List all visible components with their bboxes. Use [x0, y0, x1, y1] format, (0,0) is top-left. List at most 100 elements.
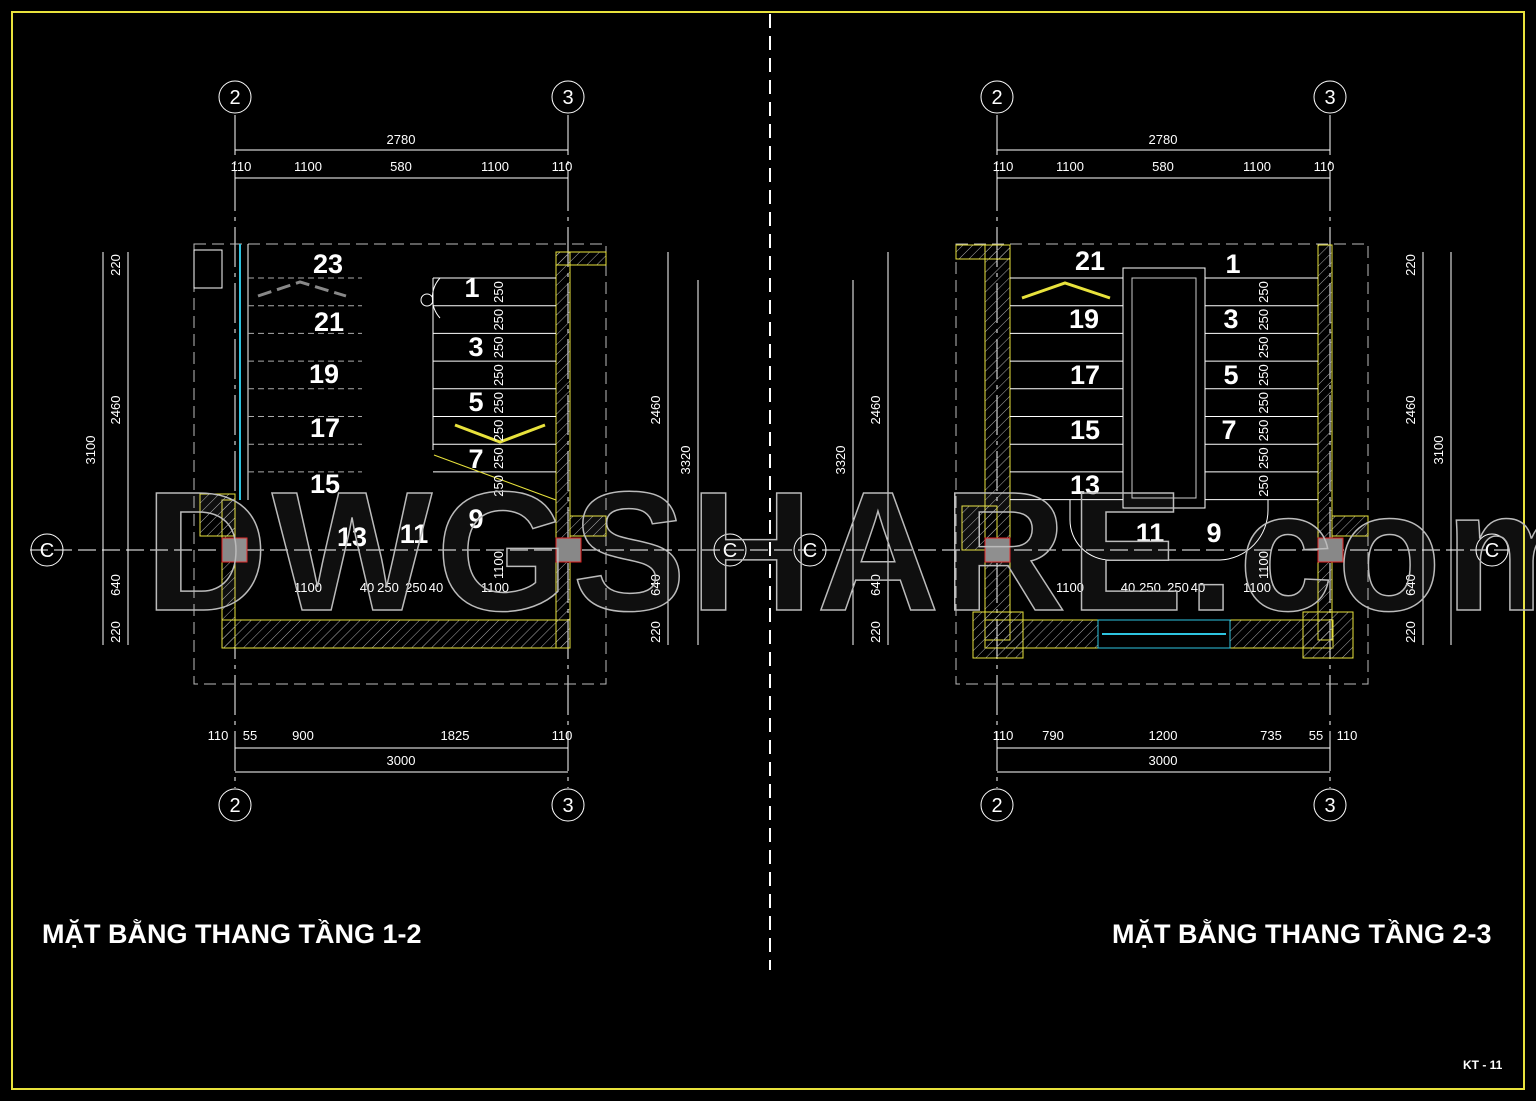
dim-bottom: 735 [1260, 728, 1282, 743]
dim-tread: 250 [1256, 309, 1271, 331]
dim-side: 640 [1403, 574, 1418, 596]
dim-tread: 250 [491, 337, 506, 359]
dim-top: 110 [993, 159, 1014, 174]
dim-inner: 250 [377, 580, 399, 595]
dim-side-total: 3100 [1431, 436, 1446, 465]
dim-side: 2460 [648, 396, 663, 425]
direction-arrow-above [257, 280, 347, 298]
dim-bottom: 1200 [1149, 728, 1178, 743]
dim-landing: 1100 [491, 551, 506, 579]
dim-side-total: 3320 [678, 446, 693, 475]
dim-side: 2460 [1403, 396, 1418, 425]
wall [569, 515, 607, 537]
axis-bubble [1475, 533, 1509, 567]
step-number: 15 [1070, 415, 1100, 445]
dim-top-total: 2780 [387, 132, 416, 147]
step-number: 3 [1223, 304, 1238, 334]
slab-outline [955, 243, 1369, 685]
grid-label: 2 [229, 87, 240, 109]
dim-top: 1100 [1056, 159, 1084, 174]
dim-inner: 1100 [481, 580, 509, 595]
grid-bubble [980, 788, 1014, 822]
grid-label: 3 [562, 87, 573, 109]
dim-top: 110 [231, 159, 252, 174]
dim-inner: 40 [429, 580, 443, 595]
direction-arrow [1021, 281, 1111, 300]
axis-label-c: C [803, 540, 817, 562]
handrail-end [420, 293, 434, 307]
grid-label: 3 [1324, 87, 1335, 109]
axis-bubble [793, 533, 827, 567]
dim-tread: 250 [491, 392, 506, 414]
wall [199, 493, 236, 537]
dim-inner: 1100 [294, 580, 322, 595]
grid-bubble [980, 80, 1014, 114]
wall [1331, 515, 1369, 537]
dim-top: 110 [1314, 159, 1335, 174]
wall [984, 244, 1011, 641]
dim-side: 640 [868, 574, 883, 596]
grid-label: 2 [229, 795, 240, 817]
grid-label: 2 [991, 795, 1002, 817]
dim-inner: 40 [1191, 580, 1205, 595]
dim-bottom: 900 [292, 728, 314, 743]
dim-side: 2460 [868, 396, 883, 425]
dim-tread: 250 [1256, 420, 1271, 442]
dim-inner: 1100 [1056, 580, 1084, 595]
watermark-logo: DWGSHARE.com [145, 457, 1536, 647]
dim-bottom: 110 [1337, 728, 1358, 743]
cut-line [433, 454, 557, 501]
wall [955, 244, 1011, 260]
dim-tread: 250 [491, 475, 506, 497]
dim-tread: 250 [1256, 392, 1271, 414]
grid-bubble [551, 788, 585, 822]
dim-bottom: 55 [243, 728, 257, 743]
dim-inner: 250 [1167, 580, 1189, 595]
dim-inner: 1100 [1243, 580, 1271, 595]
dim-side: 2460 [108, 396, 123, 425]
step-number: 11 [400, 519, 429, 549]
axis-label-c: C [40, 540, 54, 562]
dim-bottom-total: 3000 [1149, 753, 1178, 768]
column [1317, 537, 1344, 563]
step-number: 5 [1223, 360, 1238, 390]
dim-tread: 250 [1256, 337, 1271, 359]
dim-side: 640 [108, 574, 123, 596]
dim-top: 1100 [294, 159, 322, 174]
step-number: 13 [337, 522, 367, 552]
step-number: 21 [1075, 246, 1105, 276]
dim-tread: 250 [1256, 475, 1271, 497]
stair-well-inner [1131, 277, 1197, 499]
dim-side: 220 [108, 254, 123, 276]
dim-tread: 250 [491, 420, 506, 442]
sheet-border [11, 11, 1525, 1090]
dim-tread: 250 [491, 309, 506, 331]
axis-label-c: C [1485, 540, 1499, 562]
dim-inner: 40 [360, 580, 374, 595]
step-number: 1 [1225, 249, 1240, 279]
dim-top: 1100 [1243, 159, 1271, 174]
axis-bubble [30, 533, 64, 567]
plan-title: MẶT BẰNG THANG TẦNG 1-2 [42, 918, 422, 949]
dim-landing: 1100 [1256, 551, 1271, 579]
dim-top: 1100 [481, 159, 509, 174]
plan-title: MẶT BẰNG THANG TẦNG 2-3 [1112, 918, 1492, 949]
wall [555, 251, 607, 266]
dim-tread: 250 [491, 364, 506, 386]
dim-top: 580 [390, 159, 412, 174]
column [555, 537, 582, 563]
axis-label-c: C [723, 540, 737, 562]
dim-side-total: 3100 [83, 436, 98, 465]
column [221, 537, 248, 563]
grid-label: 2 [991, 87, 1002, 109]
door-frame [193, 249, 223, 289]
dim-tread: 250 [1256, 364, 1271, 386]
step-number: 17 [310, 413, 340, 443]
dim-side: 220 [868, 621, 883, 643]
dim-bottom: 110 [208, 728, 229, 743]
dim-tread: 250 [491, 281, 506, 303]
slab-outline [193, 243, 607, 685]
step-number: 23 [313, 249, 343, 279]
step-number: 21 [314, 307, 344, 337]
